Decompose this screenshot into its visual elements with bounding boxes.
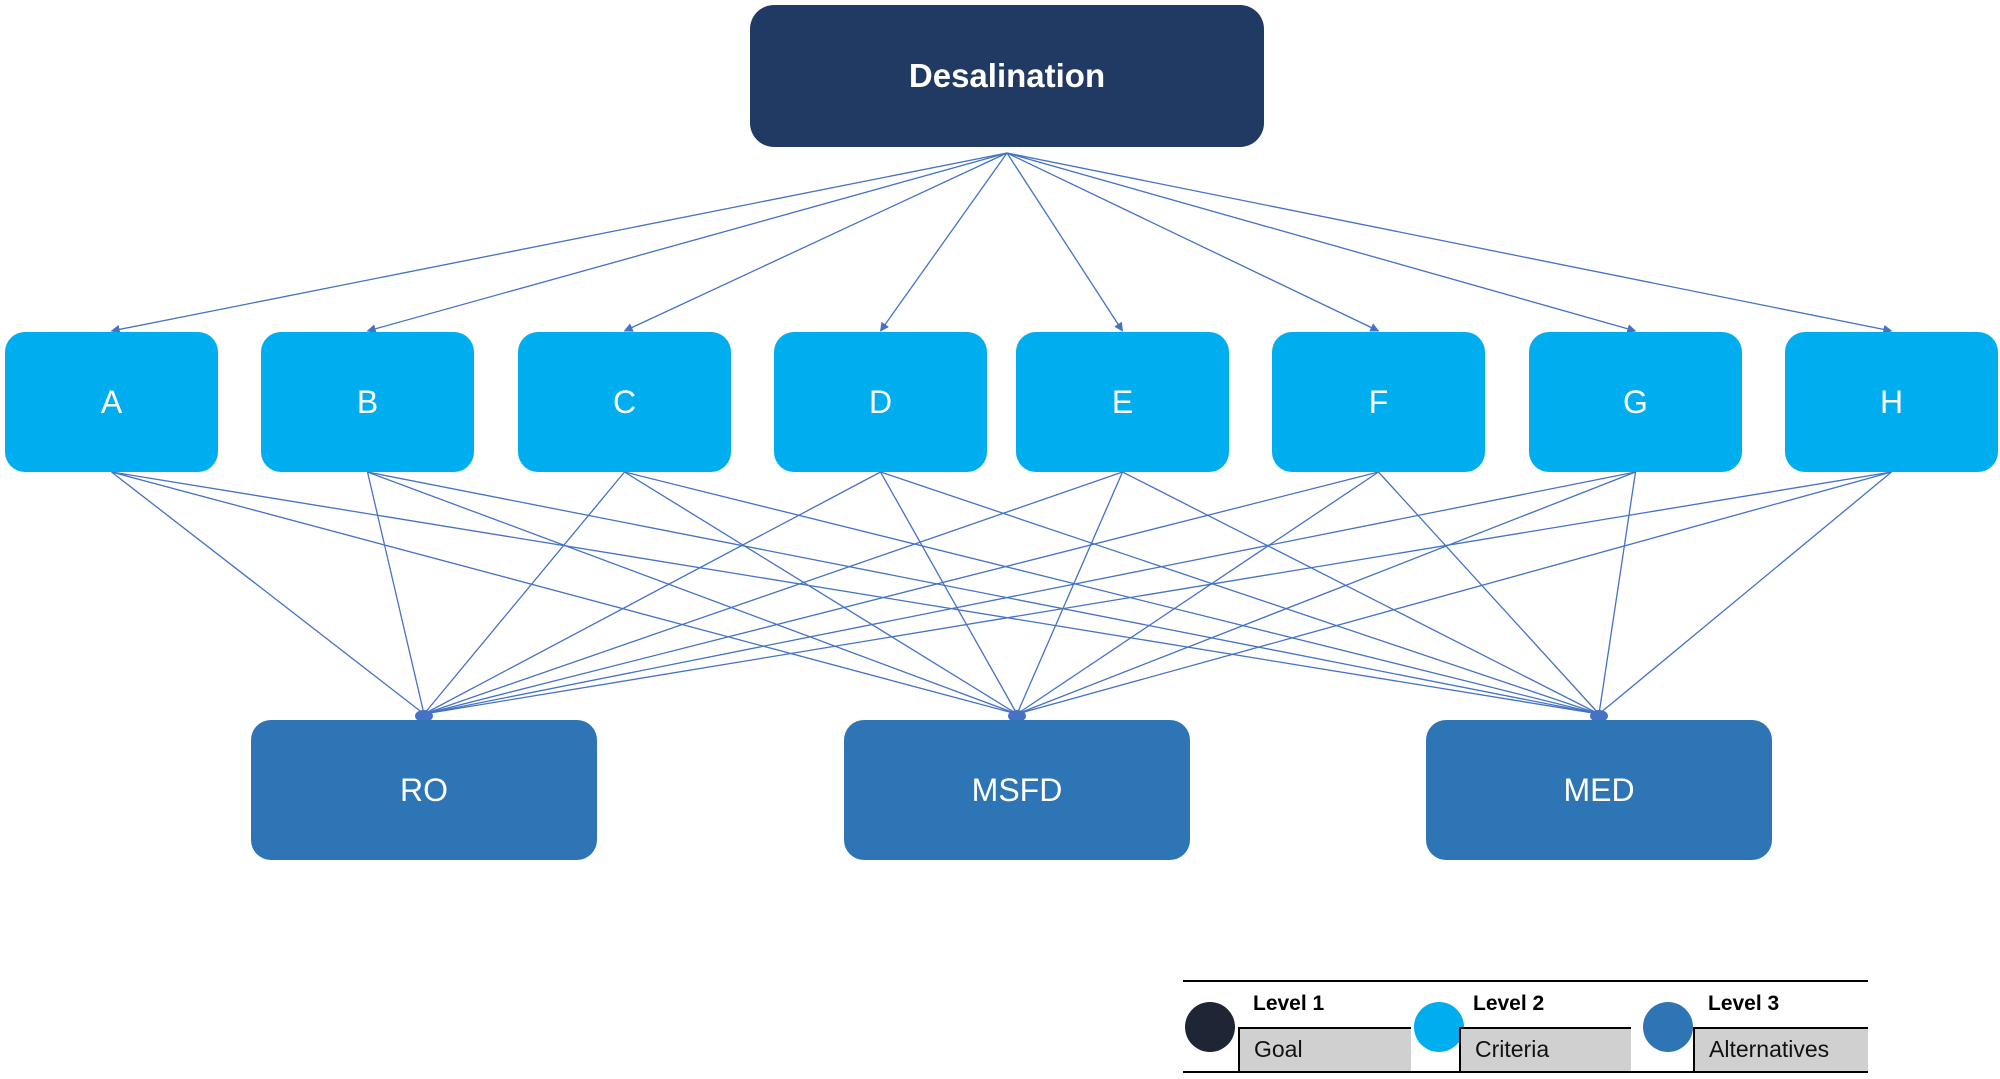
criterion-5-to-alternative-1-link xyxy=(1016,471,1379,715)
criterion-label: G xyxy=(1623,383,1648,420)
criterion-node-f: F xyxy=(1272,332,1485,472)
level-1-dot-icon xyxy=(1185,1002,1235,1052)
criterion-1-to-alternative-1-link xyxy=(367,471,1018,715)
goal-to-criterion-link-5 xyxy=(1006,152,1380,332)
criterion-5-to-alternative-0-link xyxy=(423,471,1379,715)
criterion-node-a: A xyxy=(5,332,218,472)
legend-goal-text: Goal xyxy=(1254,1036,1303,1062)
alternative-label: MSFD xyxy=(971,771,1063,808)
level-3-dot-icon xyxy=(1643,1002,1693,1052)
criterion-7-to-alternative-1-link xyxy=(1016,471,1892,715)
alternative-label: RO xyxy=(400,771,448,808)
legend-level-2: Level 2 xyxy=(1473,992,1545,1015)
criterion-label: D xyxy=(868,383,893,420)
criterion-label: E xyxy=(1111,383,1134,420)
legend: Level 1 Goal Level 2 Criteria Level 3 Al… xyxy=(1183,980,1868,1075)
criterion-3-to-alternative-0-link xyxy=(423,471,881,715)
legend-top-rule xyxy=(1183,980,1868,982)
level-2-dot-icon xyxy=(1414,1002,1464,1052)
legend-bottom-rule xyxy=(1183,1071,1868,1073)
criterion-7-to-alternative-2-link xyxy=(1598,471,1892,715)
criterion-label: C xyxy=(612,383,637,420)
alternative-connector-dot-1 xyxy=(1008,710,1026,722)
criterion-node-h: H xyxy=(1785,332,1998,472)
criterion-2-to-alternative-0-link xyxy=(423,471,626,715)
criterion-label: H xyxy=(1879,383,1904,420)
criterion-7-to-alternative-0-link xyxy=(423,471,1892,715)
legend-goal-box: Goal xyxy=(1238,1027,1411,1071)
alternative-node-med: MED xyxy=(1426,720,1772,860)
criterion-3-to-alternative-2-link xyxy=(880,471,1600,715)
legend-alternatives-box: Alternatives xyxy=(1693,1027,1868,1071)
criterion-label: A xyxy=(100,383,123,420)
alternative-node-ro: RO xyxy=(251,720,597,860)
criterion-3-to-alternative-1-link xyxy=(879,471,1018,715)
criterion-4-to-alternative-1-link xyxy=(1016,471,1124,715)
criterion-1-to-alternative-0-link xyxy=(366,471,425,715)
goal-label: Desalination xyxy=(908,57,1106,94)
criterion-node-b: B xyxy=(261,332,474,472)
legend-level-3: Level 3 xyxy=(1708,992,1780,1015)
criterion-0-to-alternative-1-link xyxy=(111,471,1018,715)
criterion-4-to-alternative-2-link xyxy=(1122,471,1600,715)
goal-node: Desalination xyxy=(750,5,1264,147)
criterion-2-to-alternative-2-link xyxy=(624,471,1600,715)
criterion-node-g: G xyxy=(1529,332,1742,472)
criterion-6-to-alternative-2-link xyxy=(1598,471,1637,715)
criterion-6-to-alternative-1-link xyxy=(1016,471,1636,715)
legend-criteria-box: Criteria xyxy=(1459,1027,1631,1071)
criterion-0-to-alternative-0-link xyxy=(111,471,425,715)
goal-to-criterion-link-6 xyxy=(1006,152,1637,334)
goal-to-criterion-link-7 xyxy=(1006,152,1893,334)
alternative-connector-dot-0 xyxy=(415,710,433,722)
legend-criteria-text: Criteria xyxy=(1475,1036,1550,1062)
goal-to-criterion-link-0 xyxy=(110,152,1008,334)
criterion-4-to-alternative-0-link xyxy=(423,471,1123,715)
alternative-node-msfd: MSFD xyxy=(844,720,1190,860)
alternative-label: MED xyxy=(1563,771,1635,808)
criterion-5-to-alternative-2-link xyxy=(1378,471,1600,715)
goal-to-criterion-link-4 xyxy=(1006,152,1124,332)
alternative-connector-dot-2 xyxy=(1590,710,1608,722)
criterion-node-e: E xyxy=(1016,332,1229,472)
criterion-6-to-alternative-0-link xyxy=(423,471,1636,715)
legend-alternatives-text: Alternatives xyxy=(1709,1036,1830,1062)
criterion-label: F xyxy=(1368,383,1389,420)
criterion-node-c: C xyxy=(518,332,731,472)
goal-to-criterion-link-2 xyxy=(623,152,1008,332)
criterion-0-to-alternative-2-link xyxy=(111,471,1600,715)
criterion-1-to-alternative-2-link xyxy=(367,471,1600,715)
legend-level-1: Level 1 xyxy=(1253,992,1325,1015)
criterion-node-d: D xyxy=(774,332,987,472)
criterion-label: B xyxy=(356,383,379,420)
goal-to-criterion-link-3 xyxy=(879,152,1008,332)
criterion-2-to-alternative-1-link xyxy=(624,471,1018,715)
goal-to-criterion-link-1 xyxy=(366,152,1008,334)
